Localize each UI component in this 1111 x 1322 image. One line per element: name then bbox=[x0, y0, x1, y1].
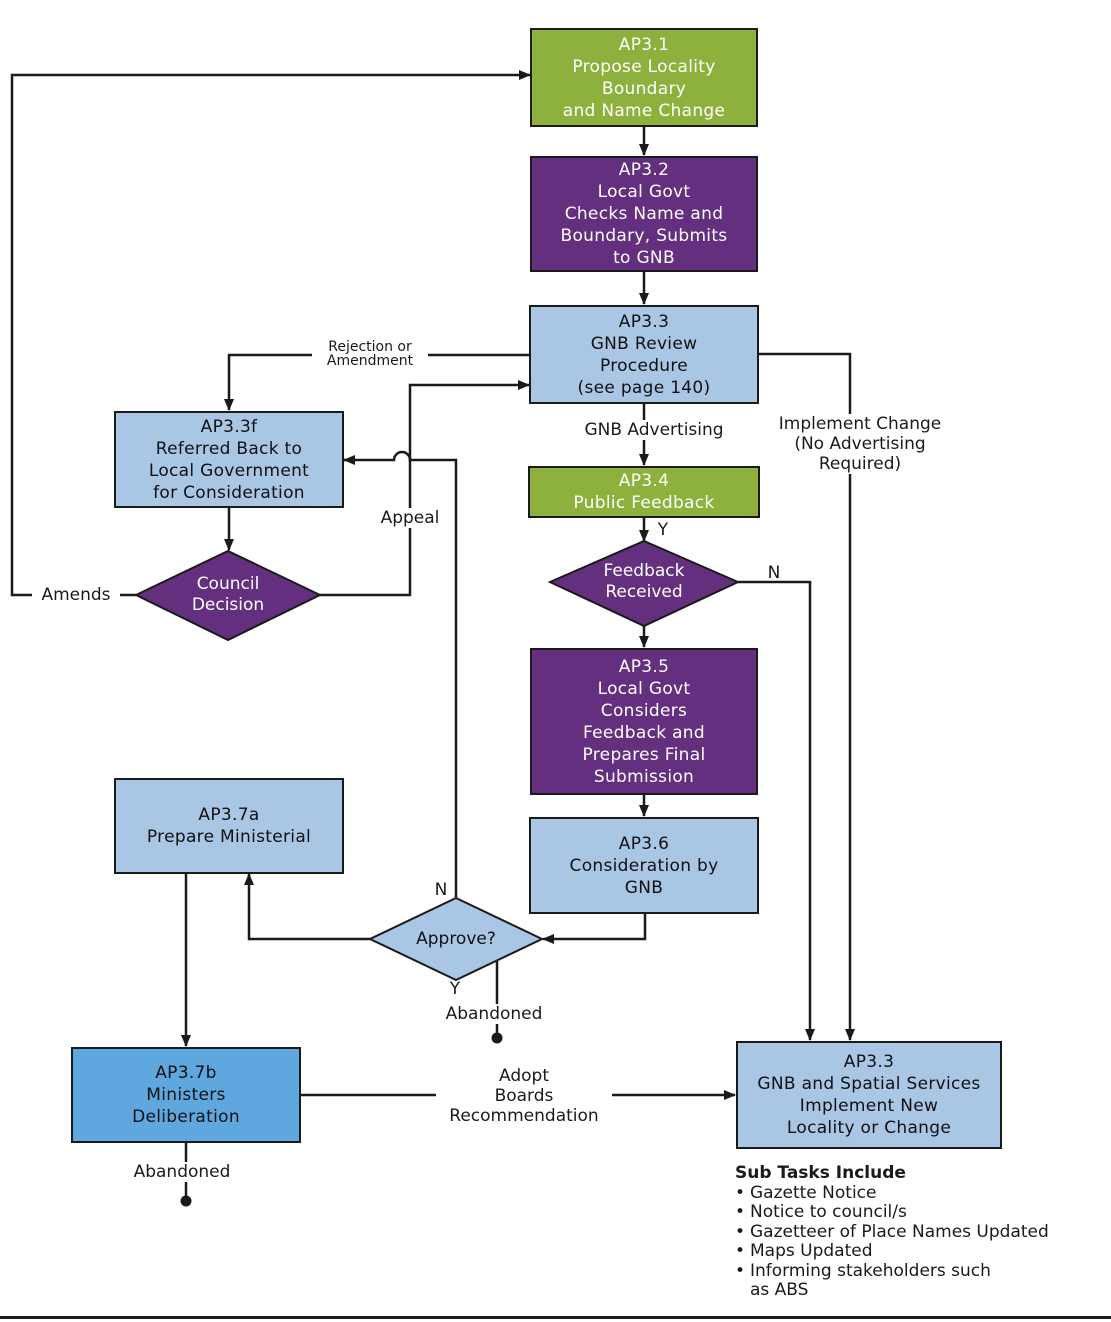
label-text: Amendment bbox=[326, 353, 414, 369]
bottom-divider bbox=[0, 1316, 1111, 1319]
subtask-item: Gazette Notice bbox=[735, 1183, 1111, 1204]
label-approve-no: N bbox=[434, 880, 448, 900]
label-feedback-yes: Y bbox=[657, 520, 669, 540]
node-text: (see page 140) bbox=[577, 377, 711, 398]
node-text: for Consideration bbox=[153, 482, 305, 503]
node-text: Boundary, Submits bbox=[560, 226, 728, 246]
label-adopt-boards-recommendation: Adopt Boards Recommendation bbox=[436, 1066, 612, 1126]
node-ap31-propose-locality: AP3.1 Propose Locality Boundary and Name… bbox=[530, 28, 758, 127]
node-text: Boundary bbox=[601, 78, 687, 99]
label-text: Required) bbox=[818, 454, 902, 474]
node-text: AP3.4 bbox=[618, 471, 670, 491]
node-text: Consideration by bbox=[569, 855, 719, 876]
node-text: Local Govt bbox=[597, 678, 691, 699]
connector-implement-change bbox=[759, 352, 855, 1041]
decision-text: Council bbox=[196, 574, 260, 594]
connector-approve-yes bbox=[244, 873, 371, 941]
node-text: Feedback and bbox=[583, 722, 705, 743]
node-text: Local Govt bbox=[597, 182, 691, 202]
abandoned-end-dot bbox=[180, 1195, 192, 1207]
decision-text: Received bbox=[605, 582, 683, 602]
subtask-item: Informing stakeholders such as ABS bbox=[735, 1261, 1000, 1301]
connector-appeal bbox=[319, 380, 530, 597]
label-text: Boards bbox=[494, 1086, 554, 1106]
council-decision-diamond bbox=[133, 549, 323, 642]
node-text: AP3.7b bbox=[155, 1063, 217, 1083]
connector-feedback-no bbox=[738, 580, 815, 1041]
node-text: Procedure bbox=[599, 355, 689, 376]
subtask-item: Maps Updated bbox=[735, 1241, 1111, 1262]
label-text: Recommendation bbox=[449, 1106, 599, 1126]
decision-text: Decision bbox=[191, 595, 265, 615]
label-amends: Amends bbox=[32, 585, 120, 605]
node-text: AP3.6 bbox=[618, 833, 670, 854]
node-ap35-local-govt-considers: AP3.5 Local Govt Considers Feedback and … bbox=[530, 648, 758, 795]
subtask-item: Notice to council/s bbox=[735, 1202, 1111, 1223]
node-text: Referred Back to bbox=[155, 438, 303, 459]
label-appeal: Appeal bbox=[370, 508, 450, 528]
node-text: GNB Review bbox=[590, 333, 698, 354]
node-text: Locality or Change bbox=[786, 1118, 952, 1138]
node-text: Local Government bbox=[148, 460, 310, 481]
abandoned-end-dot bbox=[491, 1032, 503, 1044]
node-ap37b-ministers-deliberation: AP3.7b Ministers Deliberation bbox=[71, 1047, 301, 1143]
node-text: Public Feedback bbox=[573, 493, 715, 513]
label-text: Rejection or bbox=[328, 339, 412, 355]
label-rejection-or-amendment: Rejection or Amendment bbox=[312, 340, 428, 368]
node-text: Deliberation bbox=[132, 1107, 240, 1127]
node-text: GNB and Spatial Services bbox=[757, 1074, 981, 1094]
node-text: Propose Locality bbox=[572, 56, 716, 77]
node-text: AP3.5 bbox=[618, 656, 670, 677]
feedback-received-label: Feedback Received bbox=[584, 561, 704, 603]
label-text: Adopt bbox=[499, 1066, 549, 1086]
node-text: AP3.3 bbox=[618, 311, 670, 332]
label-text: (No Advertising bbox=[794, 434, 926, 454]
connector-ap36-approve bbox=[542, 914, 647, 944]
node-ap34-public-feedback: AP3.4 Public Feedback bbox=[528, 466, 760, 518]
node-ap33f-referred-back: AP3.3f Referred Back to Local Government… bbox=[114, 411, 344, 508]
node-text: and Name Change bbox=[562, 100, 726, 121]
label-approve-yes: Y bbox=[449, 979, 461, 999]
subtasks-title: Sub Tasks Include bbox=[735, 1163, 906, 1183]
node-ap32-local-govt-checks: AP3.2 Local Govt Checks Name and Boundar… bbox=[530, 156, 758, 272]
label-feedback-no: N bbox=[767, 563, 781, 583]
node-text: AP3.3f bbox=[200, 416, 258, 437]
node-text: Prepare Ministerial bbox=[146, 827, 312, 847]
subtask-item: Gazetteer of Place Names Updated bbox=[735, 1222, 1111, 1243]
node-text: Prepares Final bbox=[582, 744, 706, 765]
node-text: Checks Name and bbox=[564, 204, 724, 224]
node-ap37a-prepare-ministerial: AP3.7a Prepare Ministerial bbox=[114, 778, 344, 874]
connector-rejection bbox=[224, 353, 529, 411]
node-text: Considers bbox=[600, 700, 688, 721]
decision-text: Approve? bbox=[416, 929, 496, 949]
label-abandoned: Abandoned bbox=[120, 1162, 244, 1182]
council-decision-label: Council Decision bbox=[168, 574, 288, 616]
subtasks-list: Sub Tasks Include Gazette Notice Notice … bbox=[735, 1163, 1111, 1301]
label-text: Implement Change bbox=[778, 414, 942, 434]
node-text: AP3.3 bbox=[843, 1052, 895, 1072]
node-text: AP3.1 bbox=[618, 34, 670, 55]
node-text: Submission bbox=[593, 766, 695, 787]
node-text: AP3.2 bbox=[618, 160, 670, 180]
node-text: Ministers bbox=[146, 1085, 226, 1105]
connector-amends bbox=[10, 70, 531, 597]
label-gnb-advertising: GNB Advertising bbox=[564, 420, 744, 440]
approve-label: Approve? bbox=[396, 929, 516, 950]
feedback-received-diamond bbox=[547, 539, 741, 628]
node-ap33-implement-new-locality: AP3.3 GNB and Spatial Services Implement… bbox=[736, 1041, 1002, 1149]
node-text: to GNB bbox=[613, 248, 675, 268]
node-text: GNB bbox=[624, 877, 664, 898]
decision-text: Feedback bbox=[603, 561, 685, 581]
node-text: Implement New bbox=[799, 1096, 939, 1116]
approve-diamond bbox=[367, 896, 545, 982]
node-ap36-consideration-by-gnb: AP3.6 Consideration by GNB bbox=[529, 817, 759, 914]
node-ap33-gnb-review: AP3.3 GNB Review Procedure (see page 140… bbox=[529, 305, 759, 404]
node-text: AP3.7a bbox=[198, 805, 260, 825]
label-implement-change: Implement Change (No Advertising Require… bbox=[760, 414, 960, 474]
label-abandoned: Abandoned bbox=[432, 1004, 556, 1024]
